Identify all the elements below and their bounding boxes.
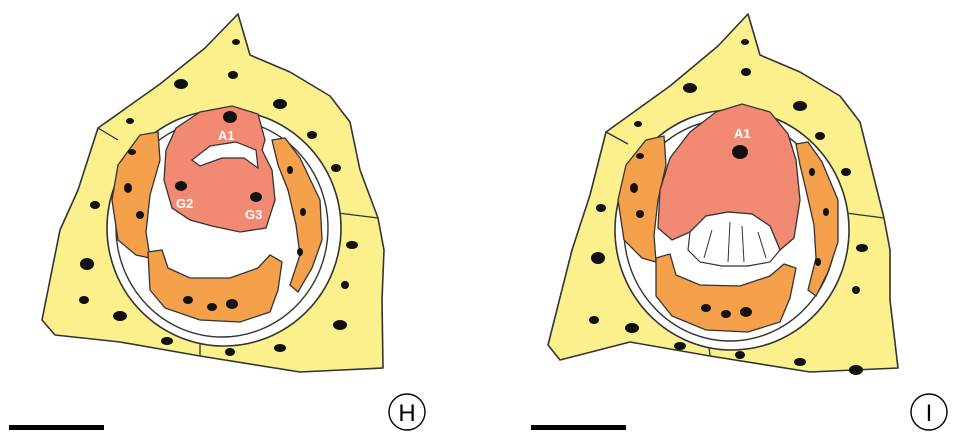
panel-i: A1 I (531, 14, 947, 430)
nucleus (341, 281, 349, 289)
nucleus (674, 342, 686, 350)
nucleus (225, 348, 235, 356)
nucleus (80, 258, 94, 270)
nucleus (223, 111, 237, 123)
nucleus (250, 192, 262, 202)
nucleus (794, 358, 806, 366)
nucleus (287, 166, 293, 174)
nucleus (683, 83, 697, 93)
nucleus (331, 164, 341, 172)
label-g2-h: G2 (176, 196, 193, 211)
nucleus (273, 99, 287, 109)
nucleus (226, 299, 238, 309)
nucleus (856, 244, 868, 252)
nucleus (90, 201, 100, 209)
nucleus (793, 101, 807, 111)
nucleus (128, 149, 136, 155)
label-a1-i: A1 (734, 126, 751, 141)
label-g3-h: G3 (245, 207, 262, 222)
nucleus (721, 310, 731, 318)
nucleus (596, 204, 606, 212)
nucleus (183, 296, 193, 304)
nucleus (79, 296, 89, 304)
nucleus (630, 183, 638, 193)
nucleus (815, 132, 825, 140)
nucleus (174, 79, 188, 89)
nucleus (823, 208, 829, 216)
nucleus (126, 118, 134, 124)
nucleus (636, 153, 644, 159)
nucleus (297, 248, 303, 256)
nucleus (136, 211, 144, 219)
nucleus (175, 181, 187, 191)
nucleus (207, 303, 217, 311)
label-a1-h: A1 (218, 128, 235, 143)
nucleus (161, 337, 173, 345)
panel-letter-i: I (926, 400, 933, 427)
nucleus (228, 71, 238, 79)
nucleus (852, 286, 860, 294)
nucleus (849, 365, 863, 375)
nucleus (701, 304, 711, 312)
nucleus (589, 316, 599, 324)
nucleus (591, 252, 605, 264)
nucleus (741, 68, 751, 76)
nucleus (741, 39, 749, 45)
nucleus (232, 39, 240, 45)
nucleus (841, 168, 851, 176)
nucleus (274, 344, 286, 352)
nucleus (740, 307, 752, 317)
nucleus (333, 320, 347, 330)
nucleus (636, 210, 644, 218)
nucleus (113, 311, 127, 321)
nucleus (634, 121, 642, 127)
nucleus (735, 351, 745, 359)
scale-bar-h (9, 425, 104, 430)
panel-letter-h: H (398, 400, 415, 427)
scale-bar-i (531, 425, 626, 430)
nucleus (124, 183, 132, 193)
nucleus (732, 145, 748, 159)
nucleus (815, 258, 821, 266)
nucleus (307, 131, 317, 139)
panel-h: A1 G2 G3 H (9, 14, 425, 430)
nucleus (625, 323, 639, 333)
nucleus (346, 241, 358, 249)
nucleus (809, 168, 815, 176)
nucleus (300, 208, 306, 216)
